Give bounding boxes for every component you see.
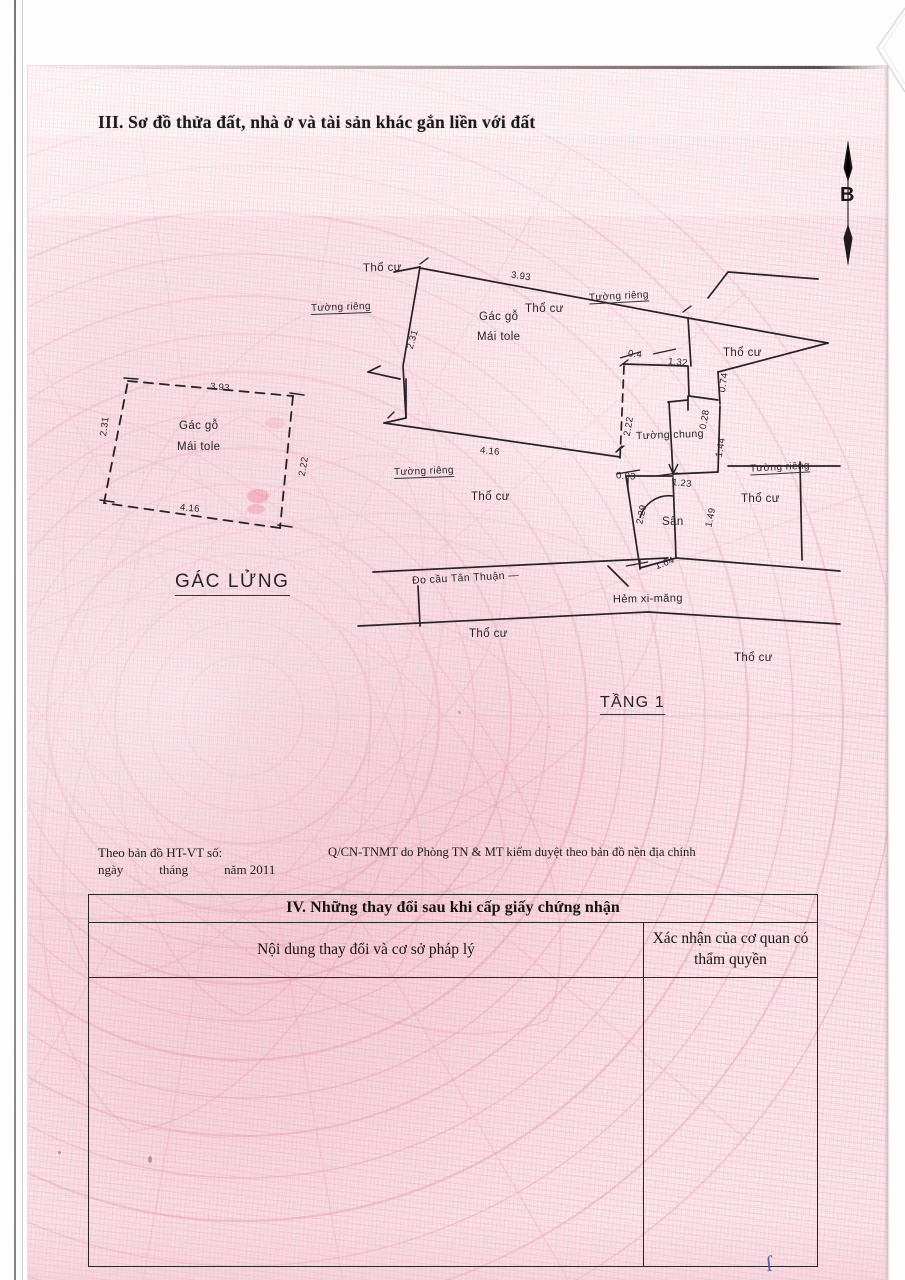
- north-arrow: B: [818, 138, 878, 268]
- table-header-row: Nội dung thay đổi và cơ sở pháp lý Xác n…: [89, 923, 817, 978]
- dimension-4-16-lower: 4.16: [179, 502, 201, 515]
- floor-label-tang-1: TẦNG 1: [600, 694, 665, 715]
- dimension-1-23: 1.23: [671, 477, 693, 490]
- page-top-edge: [28, 66, 888, 69]
- dimension-0-4: 0.4: [627, 348, 643, 361]
- table-row[interactable]: [89, 977, 817, 1266]
- area-label-san: Sân: [662, 516, 684, 528]
- scan-speck: [148, 1156, 152, 1163]
- land-label-tho-cu-7: Thổ cư: [734, 652, 773, 664]
- cell-xac-nhan[interactable]: [644, 978, 817, 1266]
- map-ref-month: tháng: [159, 862, 189, 878]
- floor-label-gac-lung: GÁC LỬNG: [175, 571, 290, 596]
- section-3-title: III. Sơ đồ thửa đất, nhà ở và tài sản kh…: [98, 112, 536, 132]
- scan-speck: [548, 726, 550, 728]
- dimension-0-93: 0.93: [615, 470, 637, 483]
- land-label-tho-cu-2: Thổ cư: [471, 491, 510, 503]
- section-4-table: IV. Những thay đổi sau khi cấp giấy chứn…: [88, 894, 818, 1267]
- scan-speck: [58, 1151, 61, 1154]
- north-letter: B: [840, 184, 855, 206]
- area-label-gac-go-2: Gác gỗ: [179, 420, 219, 432]
- land-label-tho-cu-3: Thổ cư: [525, 303, 564, 315]
- column-header-noi-dung: Nội dung thay đổi và cơ sở pháp lý: [89, 923, 644, 977]
- certificate-page: III. Sơ đồ thửa đất, nhà ở và tài sản kh…: [28, 66, 888, 1280]
- wall-label-tuong-rieng-1: Tường riêng: [310, 300, 372, 316]
- map-reference-note: Theo bản đồ HT-VT số: ngày tháng năm 201…: [98, 844, 275, 878]
- north-arrow-icon: [843, 140, 853, 266]
- section-4-title: IV. Những thay đổi sau khi cấp giấy chứn…: [89, 895, 817, 923]
- map-ref-line-1: Theo bản đồ HT-VT số:: [98, 845, 223, 860]
- dimension-4-16-upper: 4.16: [479, 445, 501, 458]
- map-ref-day: ngày: [98, 862, 124, 878]
- area-label-gac-go-1: Gác gỗ: [479, 311, 519, 323]
- page-corner-fold-icon: [876, 7, 905, 93]
- wall-label-tuong-rieng-2: Tường riêng: [393, 464, 455, 480]
- land-label-tho-cu-5: Thổ cư: [741, 493, 780, 505]
- page-bottom-shading: [28, 1220, 888, 1280]
- scanner-left-edge: [14, 0, 16, 1280]
- approval-note: Q/CN-TNMT do Phòng TN & MT kiểm duyệt th…: [328, 845, 696, 859]
- dimension-3-93-lower: 3.93: [209, 381, 231, 394]
- land-label-tho-cu-1: Thổ cư: [362, 261, 402, 275]
- column-header-xac-nhan: Xác nhận của cơ quan có thẩm quyền: [652, 930, 809, 968]
- scanner-left-edge-shadow: [22, 0, 23, 1280]
- table-title-row: IV. Những thay đổi sau khi cấp giấy chứn…: [89, 895, 817, 923]
- area-label-mai-tole-1: Mái tole: [477, 331, 521, 343]
- dimension-1-32: 1.32: [667, 356, 689, 369]
- map-ref-year: năm 2011: [224, 862, 276, 878]
- page-right-edge: [884, 66, 888, 1280]
- land-label-tho-cu-4: Thổ cư: [723, 347, 762, 359]
- land-label-tho-cu-6: Thổ cư: [469, 628, 508, 640]
- scan-speck: [458, 711, 461, 714]
- street-label-hem-xi-mang: Hẻm xi-măng: [612, 592, 683, 606]
- cell-noi-dung-thay-doi[interactable]: [89, 977, 644, 1266]
- area-label-mai-tole-2: Mái tole: [177, 441, 221, 453]
- wall-label-tuong-chung: Tường chung: [635, 427, 705, 443]
